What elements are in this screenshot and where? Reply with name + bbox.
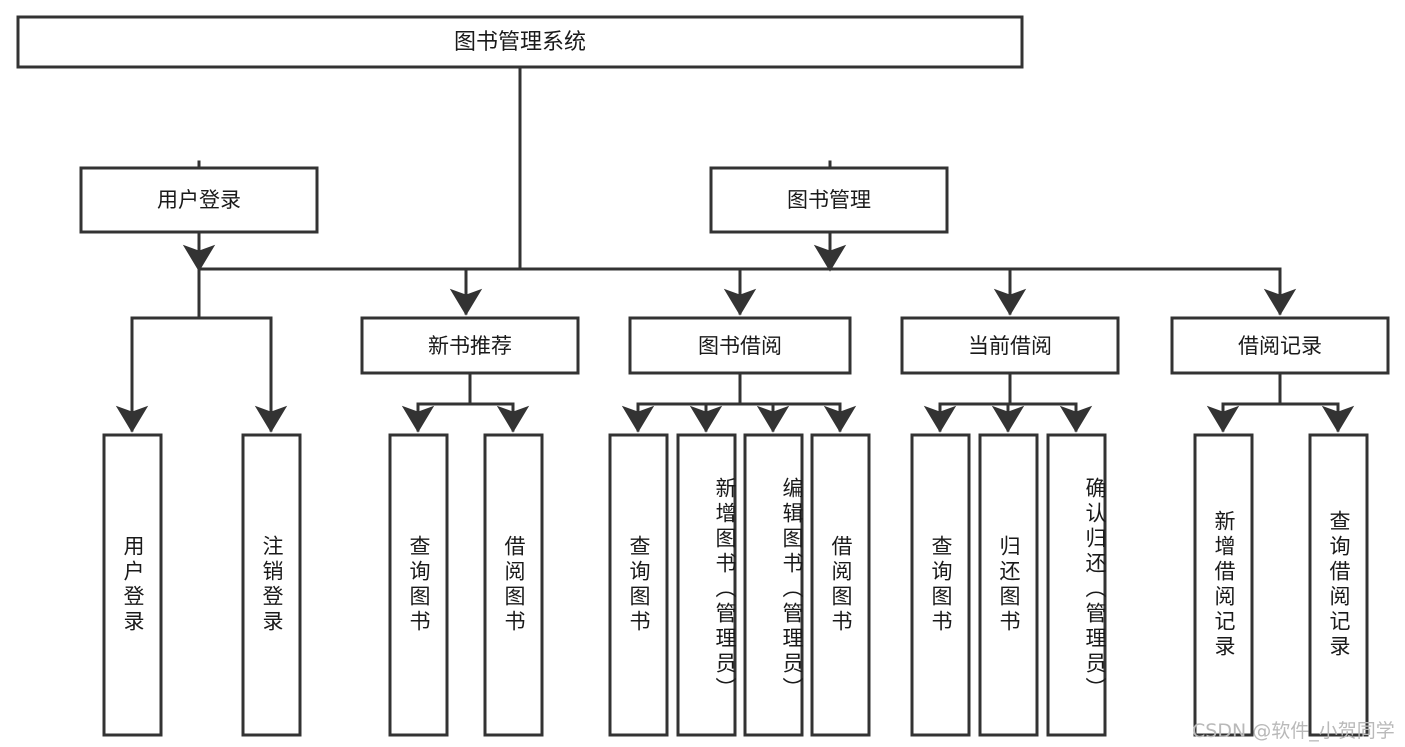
node-leaf-return-book-box[interactable] <box>978 433 1039 737</box>
node-borrow-record-label: 借阅记录 <box>1238 334 1322 358</box>
node-leaf-query-book-3-box[interactable] <box>910 433 971 737</box>
node-user-login[interactable]: 用户登录 <box>79 166 319 234</box>
node-new-book-recommend-box[interactable] <box>360 316 580 375</box>
node-root-label: 图书管理系统 <box>454 30 586 55</box>
node-borrow-record-box[interactable] <box>1170 316 1390 375</box>
node-book-borrow-box[interactable] <box>628 316 852 375</box>
node-book-manage-box[interactable] <box>709 166 949 234</box>
node-root[interactable]: 图书管理系统 <box>16 15 1024 69</box>
node-book-borrow-label: 图书借阅 <box>698 334 782 358</box>
node-book-borrow[interactable]: 图书借阅 <box>628 316 852 375</box>
node-current-borrow-label: 当前借阅 <box>968 334 1052 358</box>
node-book-manage[interactable]: 图书管理 <box>709 166 949 234</box>
node-new-book-recommend[interactable]: 新书推荐 <box>360 316 580 375</box>
leaf-box-group <box>102 433 1369 737</box>
node-leaf-borrow-book-1-box[interactable] <box>483 433 544 737</box>
node-borrow-record[interactable]: 借阅记录 <box>1170 316 1390 375</box>
node-leaf-add-book-box[interactable] <box>676 433 737 737</box>
node-leaf-confirm-return-box[interactable] <box>1046 433 1107 737</box>
node-current-borrow-box[interactable] <box>900 316 1120 375</box>
node-new-book-recommend-label: 新书推荐 <box>428 334 512 358</box>
node-leaf-edit-book-box[interactable] <box>743 433 804 737</box>
node-leaf-logout-box[interactable] <box>241 433 302 737</box>
node-book-manage-label: 图书管理 <box>787 188 871 212</box>
node-leaf-query-record-box[interactable] <box>1308 433 1369 737</box>
node-leaf-query-book-2-box[interactable] <box>608 433 669 737</box>
node-user-login-box[interactable] <box>79 166 319 234</box>
watermark-text: CSDN @软件_小贺同学 <box>1192 720 1395 742</box>
connector-group <box>115 65 1355 433</box>
node-leaf-user-login-box[interactable] <box>102 433 163 737</box>
node-leaf-borrow-book-2-box[interactable] <box>810 433 871 737</box>
node-leaf-add-record-box[interactable] <box>1193 433 1254 737</box>
node-user-login-label: 用户登录 <box>157 188 241 212</box>
node-root-box[interactable] <box>16 15 1024 69</box>
node-leaf-query-book-1-box[interactable] <box>388 433 449 737</box>
node-current-borrow[interactable]: 当前借阅 <box>900 316 1120 375</box>
